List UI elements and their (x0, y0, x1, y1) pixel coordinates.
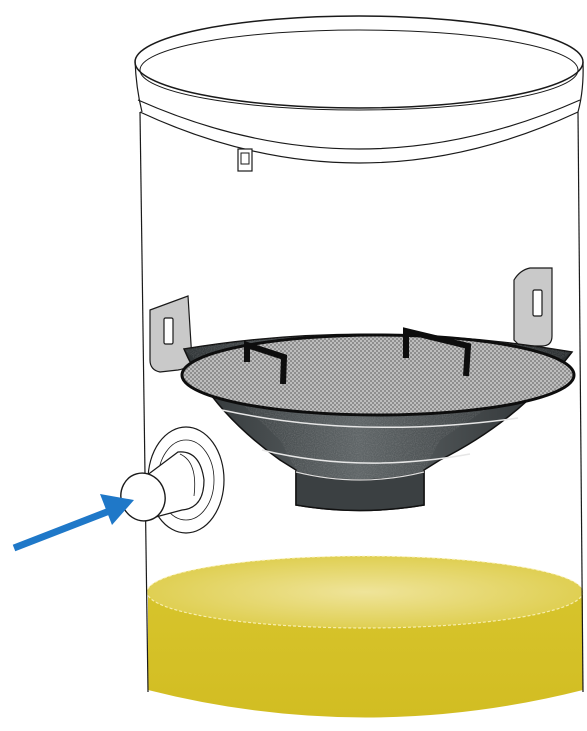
inlet-pipe (116, 427, 224, 533)
tank-wall-left (140, 112, 148, 692)
rim-clip (238, 149, 252, 171)
filter-mesh (182, 335, 574, 415)
bracket-right (514, 268, 552, 346)
cone-filter-basket (182, 318, 574, 518)
tank-rim (135, 16, 583, 163)
bracket-left (150, 296, 192, 372)
inflow-arrow (14, 494, 134, 548)
liquid (147, 556, 583, 718)
